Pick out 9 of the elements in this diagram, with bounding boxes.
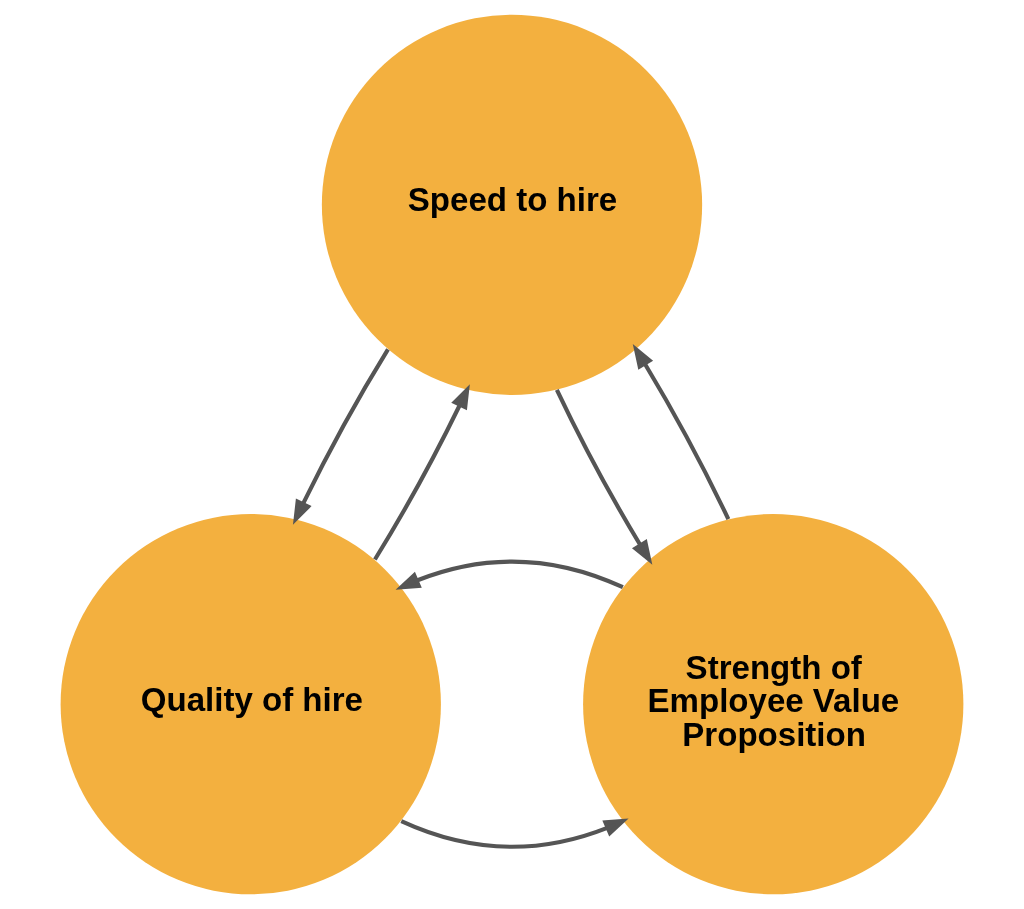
arrow <box>400 818 629 849</box>
arrow <box>632 343 731 520</box>
node-circle: Strength of Employee Value Proposition <box>583 514 964 895</box>
arrow <box>555 388 653 565</box>
arrow <box>373 384 470 561</box>
node-circle: Speed to hire <box>321 14 703 395</box>
arrow <box>395 559 624 590</box>
arrow <box>292 348 390 525</box>
node-circle: Quality of hire <box>60 514 441 895</box>
